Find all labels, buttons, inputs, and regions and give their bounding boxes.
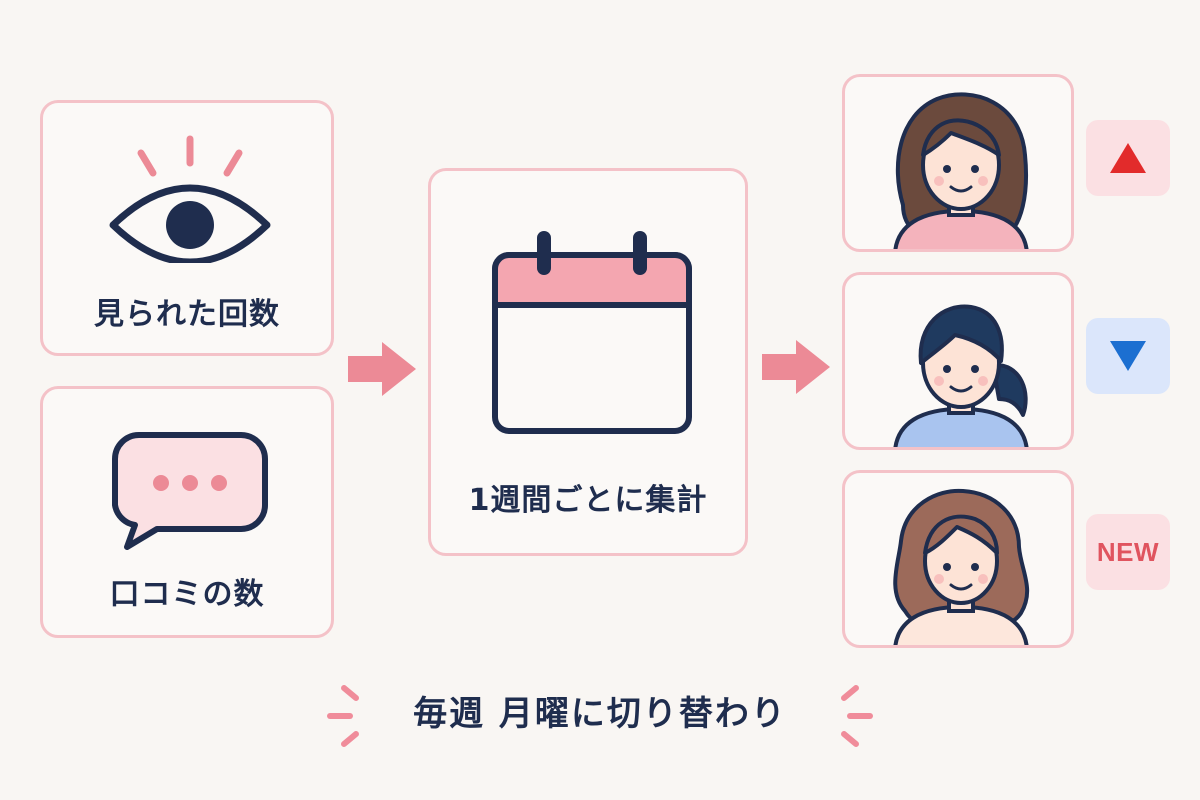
arrow-right-icon: [762, 340, 830, 394]
ranking-card-2: [842, 272, 1074, 450]
reviews-label: 口コミの数: [109, 577, 265, 612]
weekly-aggregate-card: 1週間ごとに集計: [428, 168, 748, 556]
views-label: 見られた回数: [94, 297, 280, 332]
weekly-aggregate-label: 1週間ごとに集計: [468, 483, 708, 518]
triangle-up-icon: [1110, 143, 1146, 173]
eye-icon: [109, 135, 271, 263]
woman-wavy-hair-avatar: [893, 488, 1030, 645]
weekly-switch-caption: 毎週 月曜に切り替わり: [413, 694, 787, 734]
ranking-card-1: [842, 74, 1074, 252]
views-card: 見られた回数: [40, 100, 334, 356]
sparkle-right-icon: [841, 685, 873, 747]
sparkle-left-icon: [327, 685, 359, 747]
arrow-right-icon: [348, 342, 416, 396]
speech-bubble-icon: [112, 432, 268, 550]
new-badge: NEW: [1086, 514, 1170, 590]
calendar-icon: [492, 231, 692, 434]
rank-down-badge: [1086, 318, 1170, 394]
ranking-card-3: [842, 470, 1074, 648]
woman-ponytail-avatar: [893, 304, 1029, 447]
reviews-card: 口コミの数: [40, 386, 334, 638]
triangle-down-icon: [1110, 341, 1146, 371]
woman-brown-hair-avatar: [893, 92, 1029, 249]
rank-up-badge: [1086, 120, 1170, 196]
new-badge-text: NEW: [1096, 536, 1160, 567]
